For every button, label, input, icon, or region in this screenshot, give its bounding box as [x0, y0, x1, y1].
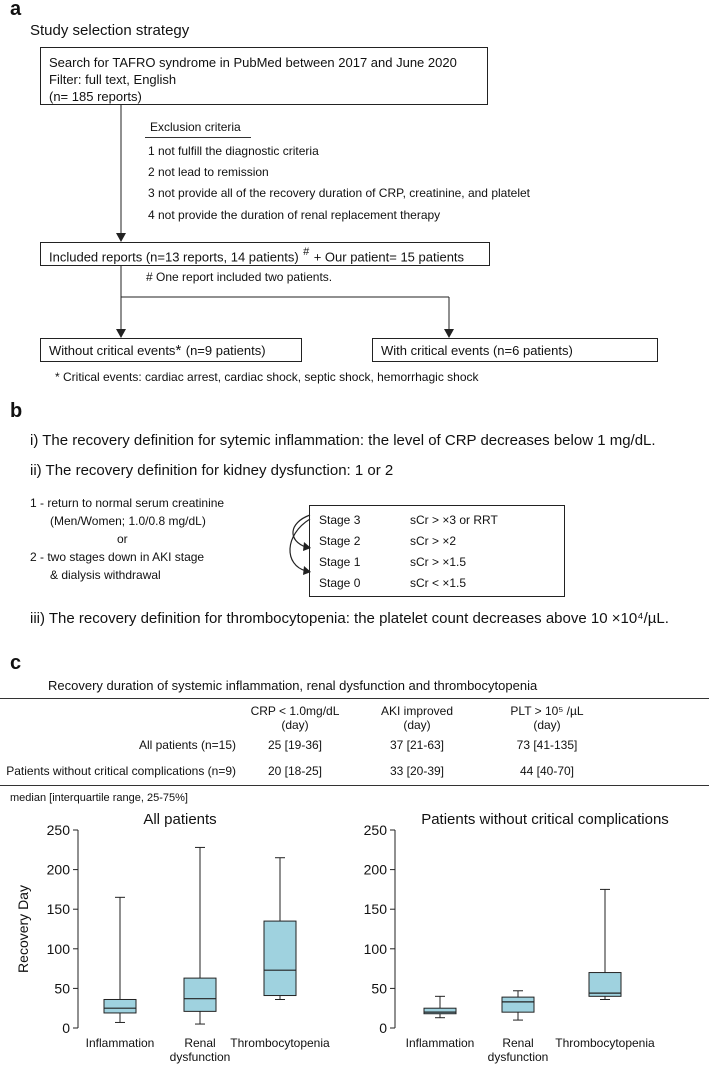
panel-a-letter: a [10, 0, 22, 20]
without-critical-box: Without critical events* (n=9 patients) [40, 338, 302, 362]
chart-2-ytick-label: 50 [371, 980, 387, 996]
row-without-aki: 33 [20-39] [389, 764, 445, 778]
col-aki-line1: AKI improved [380, 704, 454, 718]
chart-2-box [501, 996, 535, 1013]
def-inflammation: i) The recovery definition for sytemic i… [30, 432, 656, 449]
chart-2-ytick-label: 0 [379, 1020, 387, 1036]
col-aki-line2: (day) [403, 718, 431, 732]
stage-2-label: Stage 2 [319, 534, 361, 548]
search-line-3: (n= 185 reports) [49, 89, 142, 104]
chart-2-box [423, 1007, 457, 1015]
exclusion-underline [145, 137, 251, 138]
row-all-aki: 37 [21-63] [389, 738, 445, 752]
def-thrombocytopenia: iii) The recovery definition for thrombo… [30, 610, 669, 627]
chart-1-category-label: Renal [184, 1036, 215, 1050]
panel-a-title: Study selection strategy [30, 22, 190, 39]
critical-footnote: * Critical events: cardiac arrest, cardi… [55, 370, 479, 384]
chart-1-ylabel: Recovery Day [15, 885, 31, 973]
table-title: Recovery duration of systemic inflammati… [48, 678, 538, 693]
chart-1-title: All patients [143, 811, 216, 828]
chart-2-ytick-label: 100 [364, 941, 388, 957]
chart-2-title: Patients without critical complications [421, 811, 669, 828]
col-plt-line2: (day) [533, 718, 561, 732]
def-kidney: ii) The recovery definition for kidney d… [30, 462, 394, 479]
exclusion-item-3: 3 not provide all of the recovery durati… [148, 186, 531, 200]
panel-c-letter: c [10, 652, 22, 674]
col-plt-line1: PLT > 10⁵ /µL [510, 704, 584, 718]
chart-2-ytick-label: 200 [364, 862, 388, 878]
chart-1-box [263, 920, 297, 997]
kidney-option-2-detail: & dialysis withdrawal [50, 568, 161, 582]
chart-2-category-label: Renal [502, 1036, 533, 1050]
kidney-option-2: 2 - two stages down in AKI stage [30, 550, 205, 564]
included-hash: # [303, 246, 310, 258]
stage-1-criteria: sCr > ×1.5 [410, 555, 467, 569]
row-without-crp: 20 [18-25] [267, 764, 323, 778]
kidney-or: or [117, 532, 128, 546]
chart-2-ytick-label: 250 [364, 822, 388, 838]
arrowhead-included [116, 233, 126, 242]
without-text: Without critical events [49, 343, 176, 358]
search-line-2: Filter: full text, English [49, 72, 177, 87]
chart-1-ytick-label: 250 [47, 822, 71, 838]
chart-1-ytick-label: 200 [47, 862, 71, 878]
stage-0-criteria: sCr < ×1.5 [410, 576, 467, 590]
included-plus: + Our patient= 15 patients [313, 249, 465, 265]
chart-2-category-label: Inflammation [406, 1036, 475, 1050]
without-count: (n=9 patients) [185, 343, 266, 358]
search-line-1: Search for TAFRO syndrome in PubMed betw… [49, 55, 457, 70]
chart-1-ytick-label: 100 [47, 941, 71, 957]
chart-2-ytick-label: 150 [364, 901, 388, 917]
chart-1-category-label: Thrombocytopenia [230, 1036, 330, 1050]
col-header-plt: PLT > 10⁵ /µL (day) [487, 704, 607, 732]
col-crp-line1: CRP < 1.0mg/dL [250, 704, 340, 718]
table-bottom-rule [0, 785, 709, 786]
chart-2-category-label: dysfunction [488, 1050, 549, 1064]
aki-stage-box: Stage 3 sCr > ×3 or RRT Stage 2 sCr > ×2… [309, 505, 565, 597]
stage-3-label: Stage 3 [319, 513, 361, 527]
arrowhead-without [116, 329, 126, 338]
stage-0-label: Stage 0 [319, 576, 361, 590]
included-box: Included reports (n=13 reports, 14 patie… [40, 242, 490, 266]
with-critical-box: With critical events (n=6 patients) [372, 338, 658, 362]
row-all-plt: 73 [41-135] [516, 738, 578, 752]
row-all-crp: 25 [19-36] [267, 738, 323, 752]
without-star: * [175, 342, 182, 359]
chart-2-category-label: Thrombocytopenia [555, 1036, 655, 1050]
col-crp-line2: (day) [281, 718, 309, 732]
exclusion-item-2: 2 not lead to remission [148, 165, 269, 179]
arrowhead-with [444, 329, 454, 338]
exclusion-title: Exclusion criteria [150, 120, 241, 134]
row-all-label: All patients (n=15) [138, 738, 236, 752]
with-text: With critical events (n=6 patients) [381, 343, 573, 358]
hash-note: # One report included two patients. [146, 270, 333, 284]
chart-1-box [103, 998, 137, 1014]
table-note: median [interquartile range, 25-75%] [10, 792, 188, 804]
col-header-aki: AKI improved (day) [362, 704, 472, 732]
row-without-plt: 44 [40-70] [519, 764, 575, 778]
chart-1-ytick-label: 150 [47, 901, 71, 917]
chart-1-category-label: dysfunction [170, 1050, 231, 1064]
exclusion-item-4: 4 not provide the duration of renal repl… [148, 208, 441, 222]
stage-1-label: Stage 1 [319, 555, 361, 569]
col-header-crp: CRP < 1.0mg/dL (day) [240, 704, 350, 732]
panel-b-letter: b [10, 400, 23, 422]
kidney-option-1: 1 - return to normal serum creatinine [30, 496, 225, 510]
stage-down-arrows [289, 514, 311, 575]
stage-2-criteria: sCr > ×2 [410, 534, 457, 548]
included-text: Included reports (n=13 reports, 14 patie… [49, 249, 299, 265]
kidney-option-1-detail: (Men/Women; 1.0/0.8 mg/dL) [50, 514, 206, 528]
exclusion-item-1: 1 not fulfill the diagnostic criteria [148, 144, 319, 158]
chart-2-box [588, 972, 622, 997]
chart-1-box [183, 977, 217, 1012]
flowchart-arrows [116, 105, 454, 338]
row-without-label: Patients without critical complications … [6, 764, 236, 778]
chart-1-ytick-label: 50 [54, 980, 70, 996]
stage-3-criteria: sCr > ×3 or RRT [410, 513, 498, 527]
chart-1-category-label: Inflammation [86, 1036, 155, 1050]
chart-1-ytick-label: 0 [62, 1020, 70, 1036]
search-box: Search for TAFRO syndrome in PubMed betw… [40, 47, 488, 105]
table-top-rule [0, 698, 709, 699]
